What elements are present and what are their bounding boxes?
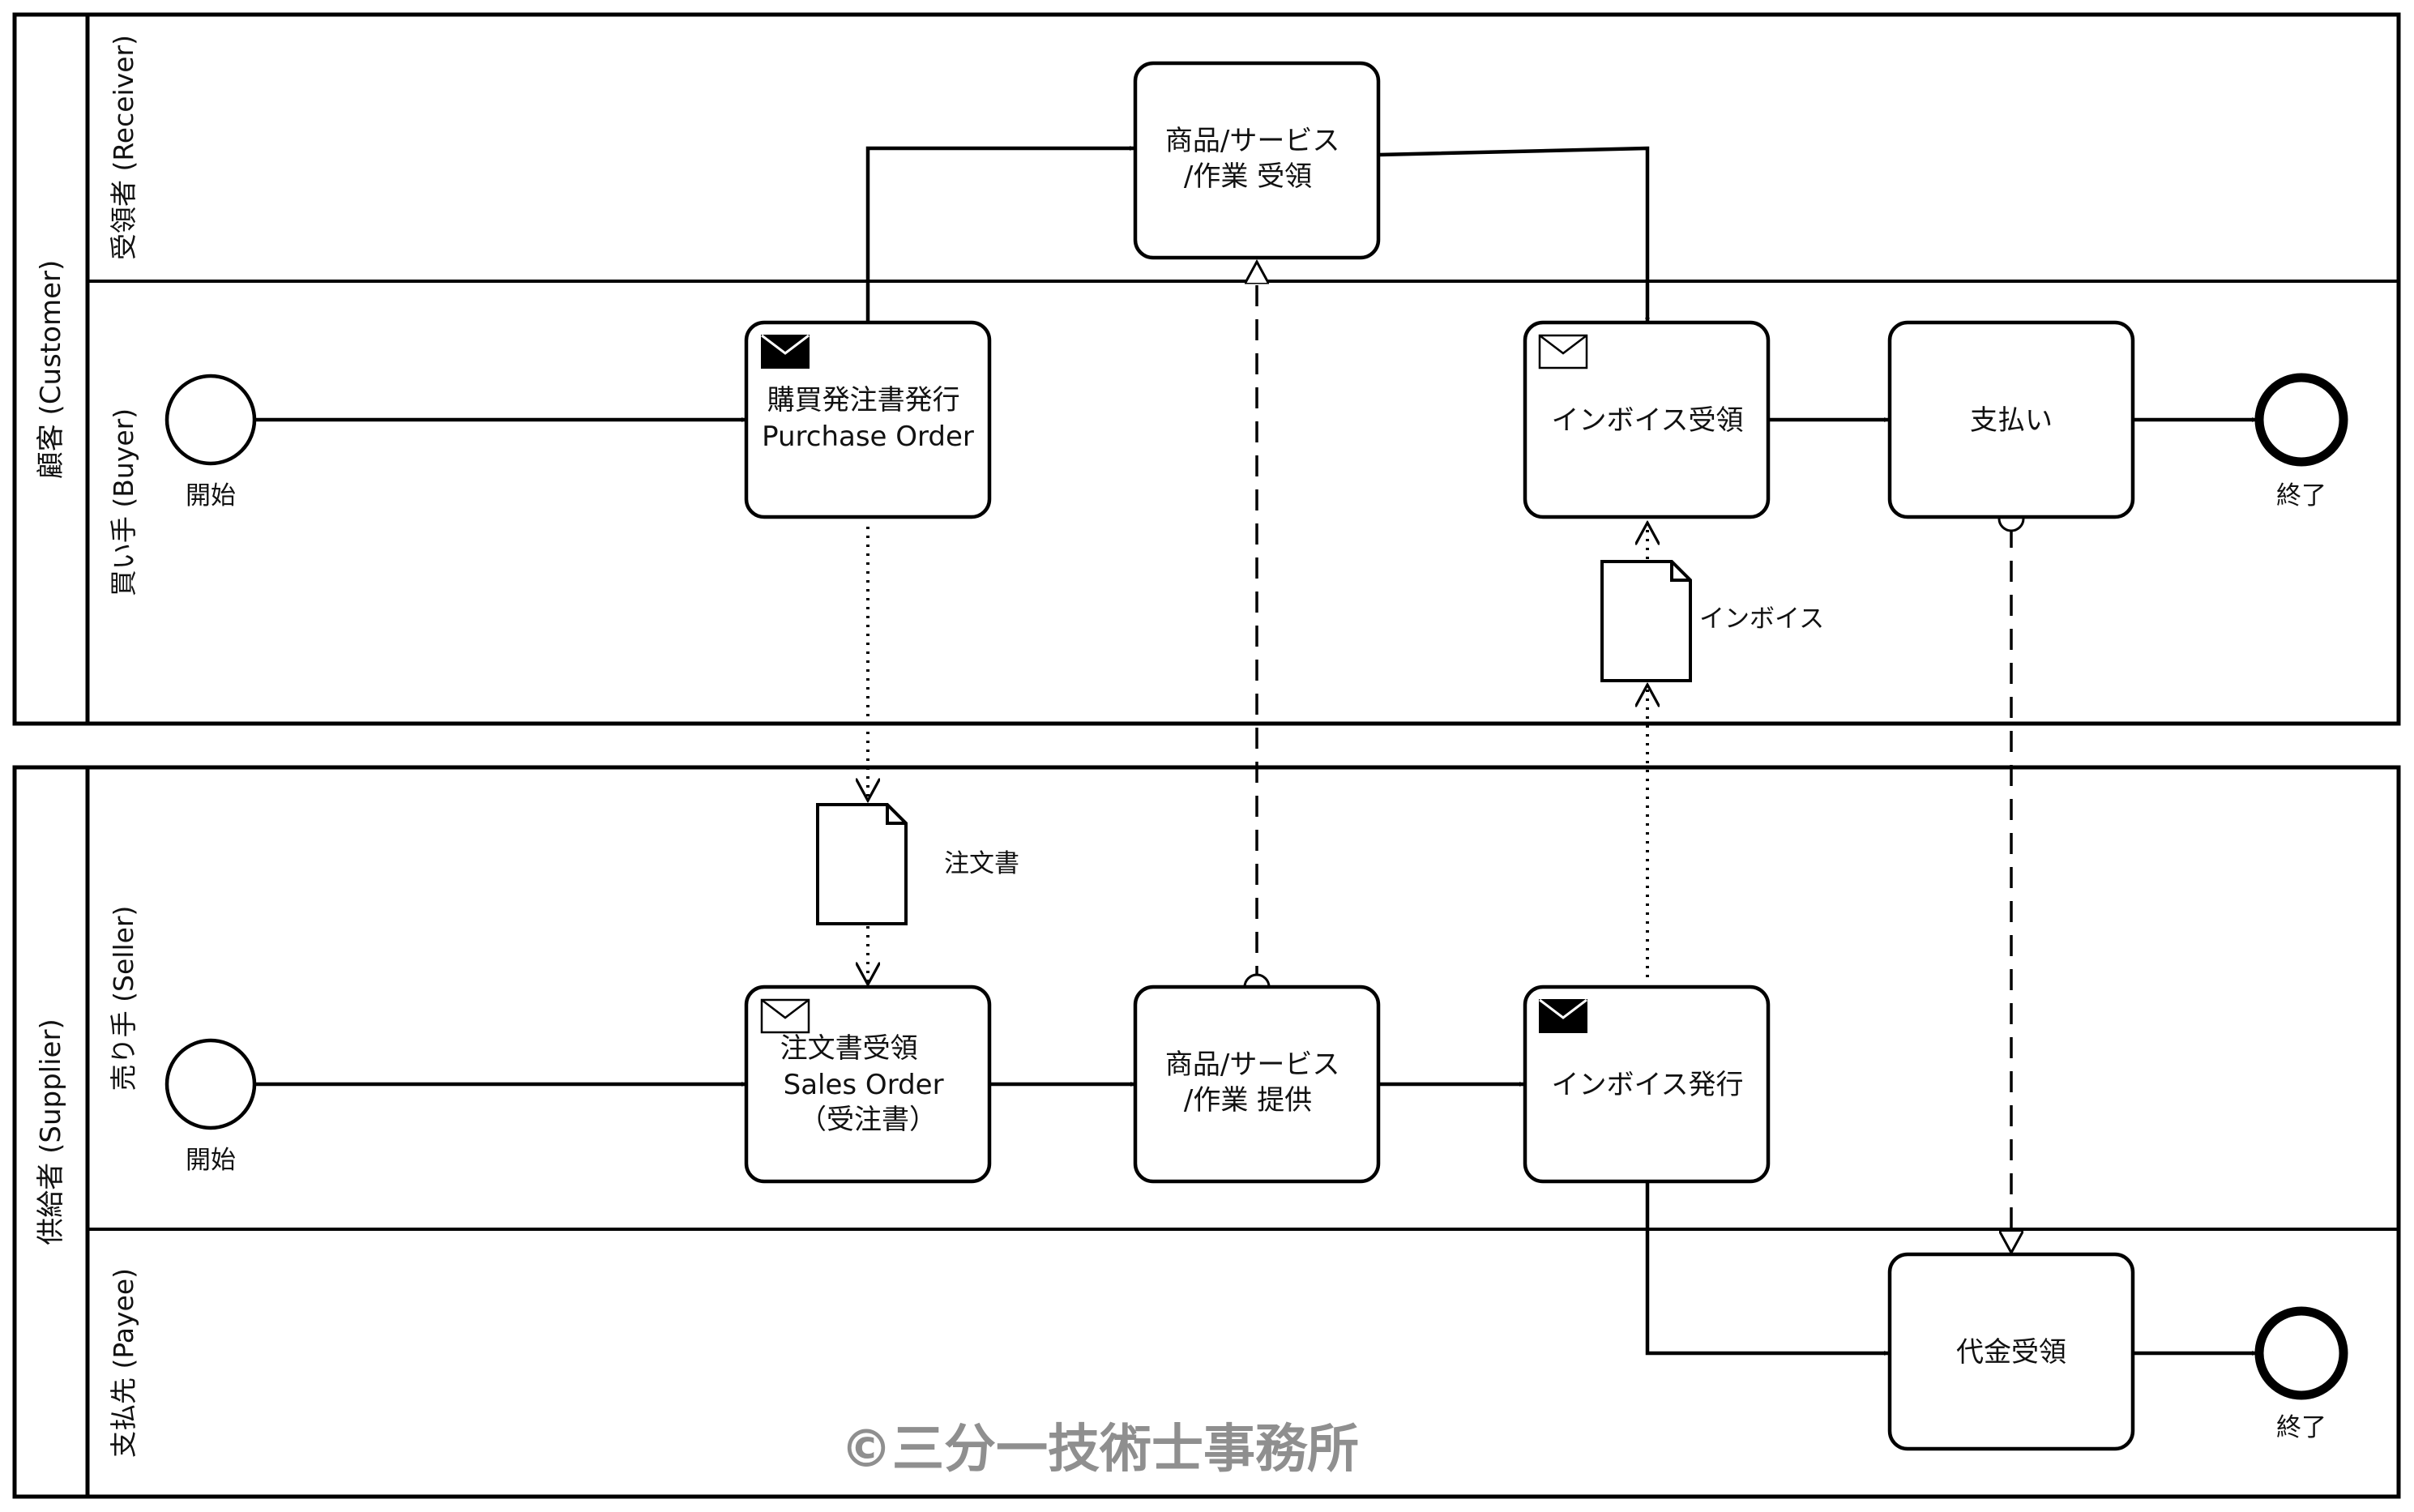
lane-payee-label: 支払先 (Payee) xyxy=(108,1268,139,1458)
payee-end-label: 終了 xyxy=(2276,1413,2326,1442)
buyer-end-event[interactable] xyxy=(2254,373,2348,467)
pool-supplier-label: 供給者 (Supplier) xyxy=(35,1019,67,1245)
task-issue-invoice-label: インボイス発行 xyxy=(1552,1069,1744,1101)
buyer-start-event[interactable] xyxy=(164,374,257,466)
sequence-flows xyxy=(255,146,2258,1356)
task-issue-invoice-box[interactable] xyxy=(1523,985,1771,1184)
task-payment-label: 支払い xyxy=(1970,404,2053,437)
message-flows xyxy=(1257,262,2011,1253)
events: 開始 終了 開始 終了 xyxy=(164,373,2348,1442)
lane-receiver-label: 受領者 (Receiver) xyxy=(108,35,139,260)
receive-message-icon xyxy=(1538,334,1588,369)
task-receive-invoice-label: インボイス受領 xyxy=(1552,404,1744,437)
task-receive-order-box[interactable] xyxy=(744,985,992,1184)
data-object-invoice-doc-label: インボイス xyxy=(1699,604,1824,634)
task-receive-payment-box[interactable] xyxy=(1887,1252,2135,1451)
data-object-order-doc-label: 注文書 xyxy=(944,849,1019,878)
task-issue-po-box[interactable] xyxy=(744,320,992,519)
tasks xyxy=(744,61,2135,1451)
seller-start-event[interactable] xyxy=(164,1038,257,1130)
data-associations xyxy=(868,523,1647,985)
task-receive-invoice-box[interactable] xyxy=(1523,320,1771,519)
payee-end-event[interactable] xyxy=(2254,1306,2348,1400)
flow-po-to-receive-goods xyxy=(865,146,1135,322)
pool-customer-label: 顧客 (Customer) xyxy=(35,260,67,480)
document-icon xyxy=(1600,560,1692,682)
task-provide-goods-label: 商品/サービス /作業 提供 xyxy=(1165,1049,1348,1117)
flow-issue-invoice-to-payment-receipt xyxy=(1645,1181,1890,1356)
data-object-invoice-doc[interactable]: インボイス xyxy=(1600,560,1824,682)
task-receive-goods-box[interactable] xyxy=(1133,61,1381,260)
lane-seller-label: 売り手 (Seller) xyxy=(108,906,139,1091)
task-receive-order-label: 注文書受領 Sales Order （受注書） xyxy=(780,1032,953,1136)
receive-message-icon xyxy=(760,998,810,1034)
buyer-end-label: 終了 xyxy=(2276,481,2326,510)
task-payment-box[interactable] xyxy=(1887,320,2135,519)
lane-buyer-label: 買い手 (Buyer) xyxy=(108,408,139,596)
task-provide-goods-box[interactable] xyxy=(1133,985,1381,1184)
send-message-icon xyxy=(761,334,810,369)
flow-receive-goods-to-invoice xyxy=(1378,146,1650,323)
data-object-order-doc[interactable]: 注文書 xyxy=(816,803,1019,925)
document-icon xyxy=(816,803,908,925)
task-receive-goods-label: 商品/サービス /作業 受領 xyxy=(1165,125,1348,193)
send-message-icon xyxy=(1539,998,1587,1033)
task-receive-payment-label: 代金受領 xyxy=(1956,1336,2066,1369)
task-issue-po-label: 購買発注書発行 Purchase Order xyxy=(762,384,974,453)
buyer-start-label: 開始 xyxy=(186,481,236,510)
seller-start-label: 開始 xyxy=(186,1146,236,1175)
task-labels: 商品/サービス /作業 受領 購買発注書発行 Purchase Order イン… xyxy=(762,125,2066,1369)
watermark-text: ©三分一技術士事務所 xyxy=(840,1420,1359,1480)
